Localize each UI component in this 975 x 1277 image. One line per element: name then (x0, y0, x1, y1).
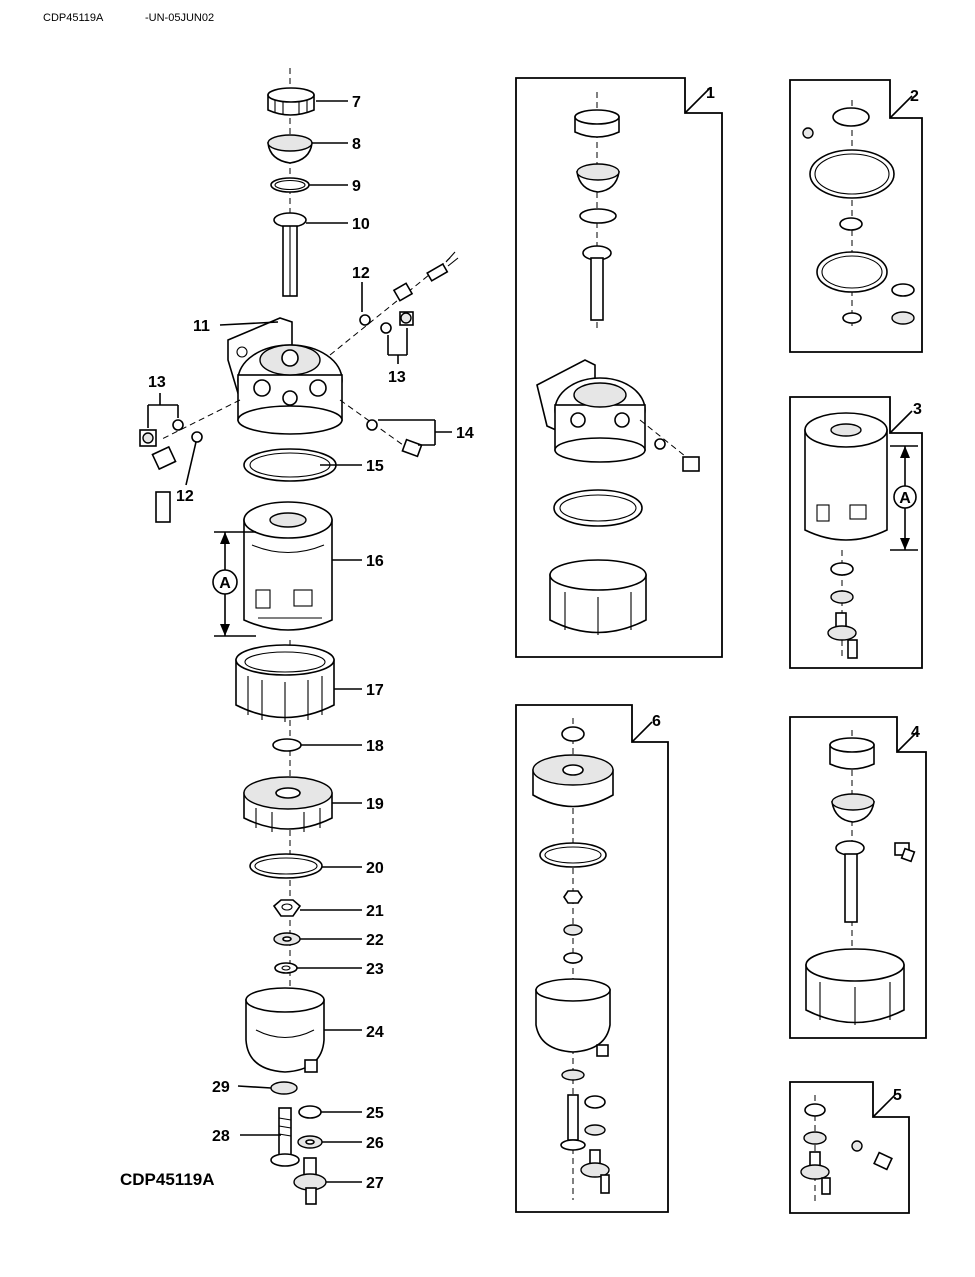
callout-13-right: 13 (388, 369, 406, 386)
leader-lines (147, 100, 452, 1183)
parts-12-13-upper-fittings (329, 251, 459, 356)
kit-3-dimension-a-label: A (899, 490, 911, 507)
callout-15: 15 (366, 458, 384, 475)
dimension-a-label: A (219, 575, 231, 592)
part-17-ring-nut (235, 644, 335, 722)
callout-26: 26 (366, 1135, 384, 1152)
callout-12-lower: 12 (176, 488, 194, 505)
part-16-filter-element (243, 501, 333, 631)
callout-25: 25 (366, 1105, 384, 1122)
callout-10: 10 (352, 216, 370, 233)
part-8-cap (267, 134, 313, 164)
kit-5-number: 5 (893, 1087, 902, 1104)
callout-22: 22 (366, 932, 384, 949)
kit-5-panel: 5 (789, 1081, 910, 1214)
kit-4-number: 4 (911, 724, 920, 741)
kit-3-number: 3 (913, 401, 922, 418)
kit-6-number: 6 (652, 713, 661, 730)
part-29-washer (270, 1081, 298, 1095)
part-19-adapter (243, 776, 333, 832)
callout-9: 9 (352, 178, 361, 195)
kit-3-panel: 3 A (789, 396, 923, 669)
callout-16: 16 (366, 553, 384, 570)
kit-2-number: 2 (910, 88, 919, 105)
part-11-filter-head (227, 317, 343, 435)
callout-18: 18 (366, 738, 384, 755)
part-28-bolt (270, 1107, 300, 1167)
figure-code: CDP45119A (120, 1170, 215, 1189)
part-24-bowl (245, 987, 325, 1073)
part-10-tube-assembly (273, 212, 307, 297)
callout-7: 7 (352, 94, 361, 111)
part-18-o-ring (272, 738, 302, 752)
parts-12-13-14-lower-fittings (139, 399, 423, 523)
kit-4-panel: 4 (789, 716, 927, 1039)
part-25-seal (298, 1105, 322, 1119)
callout-19: 19 (366, 796, 384, 813)
callout-20: 20 (366, 860, 384, 877)
callout-24: 24 (366, 1024, 384, 1041)
callout-21: 21 (366, 903, 384, 920)
callout-12-upper: 12 (352, 265, 370, 282)
callout-28: 28 (212, 1128, 230, 1145)
callout-11: 11 (193, 318, 210, 335)
callout-29: 29 (212, 1079, 230, 1096)
part-20-seal (249, 853, 323, 879)
callout-23: 23 (366, 961, 384, 978)
callout-numbers: 7 8 9 10 11 12 13 13 14 12 15 16 17 18 1… (148, 94, 474, 1192)
kit-2-panel: 2 (789, 79, 923, 353)
callout-14: 14 (456, 425, 474, 442)
header-date-code: -UN-05JUN02 (145, 12, 215, 24)
kit-6-panel: 6 (515, 704, 669, 1213)
callout-27: 27 (366, 1175, 384, 1192)
header-document-id: CDP45119A (43, 12, 104, 24)
dimension-a: A (212, 531, 256, 637)
part-7-ring-nut (267, 87, 315, 116)
part-27-drain-valve (293, 1157, 327, 1205)
kit-1-number: 1 (706, 85, 715, 102)
callout-13-left: 13 (148, 374, 166, 391)
callout-8: 8 (352, 136, 361, 153)
main-exploded-view: A (139, 68, 474, 1205)
part-21-nut (272, 899, 302, 917)
callout-17: 17 (366, 682, 384, 699)
part-23-washer (274, 962, 298, 974)
kit-1-panel: 1 (515, 77, 723, 658)
